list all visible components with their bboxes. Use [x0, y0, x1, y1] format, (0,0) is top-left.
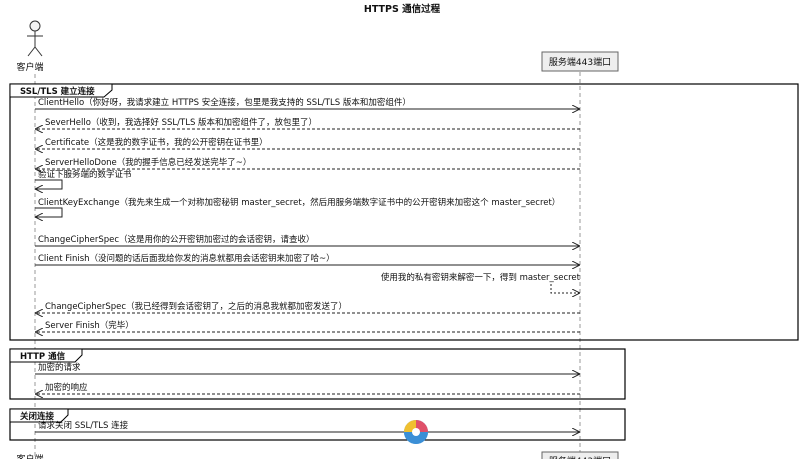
client-participant-label-bottom: 客户端	[16, 453, 43, 459]
server-participant-box	[541, 51, 619, 72]
message-label: 使用我的私有密钥来解密一下，得到 master_secret	[381, 272, 581, 283]
server-participant-label-bottom: 服务端443端口	[549, 455, 611, 459]
group-frame-http: HTTP 通信	[9, 348, 626, 400]
diagram-title: HTTPS 通信过程	[364, 3, 441, 15]
self-message-arrow	[550, 284, 579, 293]
message-label: 加密的响应	[45, 382, 88, 393]
message-label: 验证下服务端的数字证书	[38, 169, 132, 180]
message-label: SeverHello（收到，我选择好 SSL/TLS 版本和加密组件了，放包里了…	[45, 117, 317, 128]
self-message-arrow	[35, 207, 63, 217]
client-actor-icon	[27, 20, 43, 57]
message-label: Certificate（这是我的数字证书，我的公开密钥在证书里）	[45, 137, 268, 148]
group-title-http: HTTP 通信	[20, 351, 66, 362]
group-title-close: 关闭连接	[20, 411, 55, 422]
message-label: Client Finish（没问题的话后面我给你发的消息就都用会话密钥来加密了哈…	[38, 253, 335, 264]
logo-icon	[404, 420, 428, 444]
server-participant-label: 服务端443端口	[549, 56, 611, 68]
self-message-arrow	[35, 179, 63, 189]
group-frame-ssl-tls: SSL/TLS 建立连接	[9, 83, 799, 341]
message-list: ClientHello（你好呀，我请求建立 HTTPS 安全连接，包里是我支持的…	[35, 97, 581, 432]
message-label: ClientKeyExchange（我先来生成一个对称加密秘钥 master_s…	[38, 197, 560, 208]
message-label: ChangeCipherSpec（我已经得到会话密钥了，之后的消息我就都加密发送…	[45, 301, 347, 312]
message-label: 请求关闭 SSL/TLS 连接	[38, 420, 129, 431]
group-frame-close: 关闭连接	[9, 408, 626, 441]
server-participant-box-bottom	[541, 451, 619, 459]
message-label: ServerHelloDone（我的握手信息已经发送完毕了~）	[45, 157, 251, 168]
client-participant-label: 客户端	[16, 61, 43, 73]
message-label: ClientHello（你好呀，我请求建立 HTTPS 安全连接，包里是我支持的…	[38, 97, 411, 108]
message-label: Server Finish（完毕）	[45, 320, 134, 331]
message-label: 加密的请求	[38, 362, 81, 373]
group-title-ssl-tls: SSL/TLS 建立连接	[20, 86, 95, 97]
message-label: ChangeCipherSpec（这是用你的公开密钥加密过的会话密钥，请查收）	[38, 234, 315, 245]
